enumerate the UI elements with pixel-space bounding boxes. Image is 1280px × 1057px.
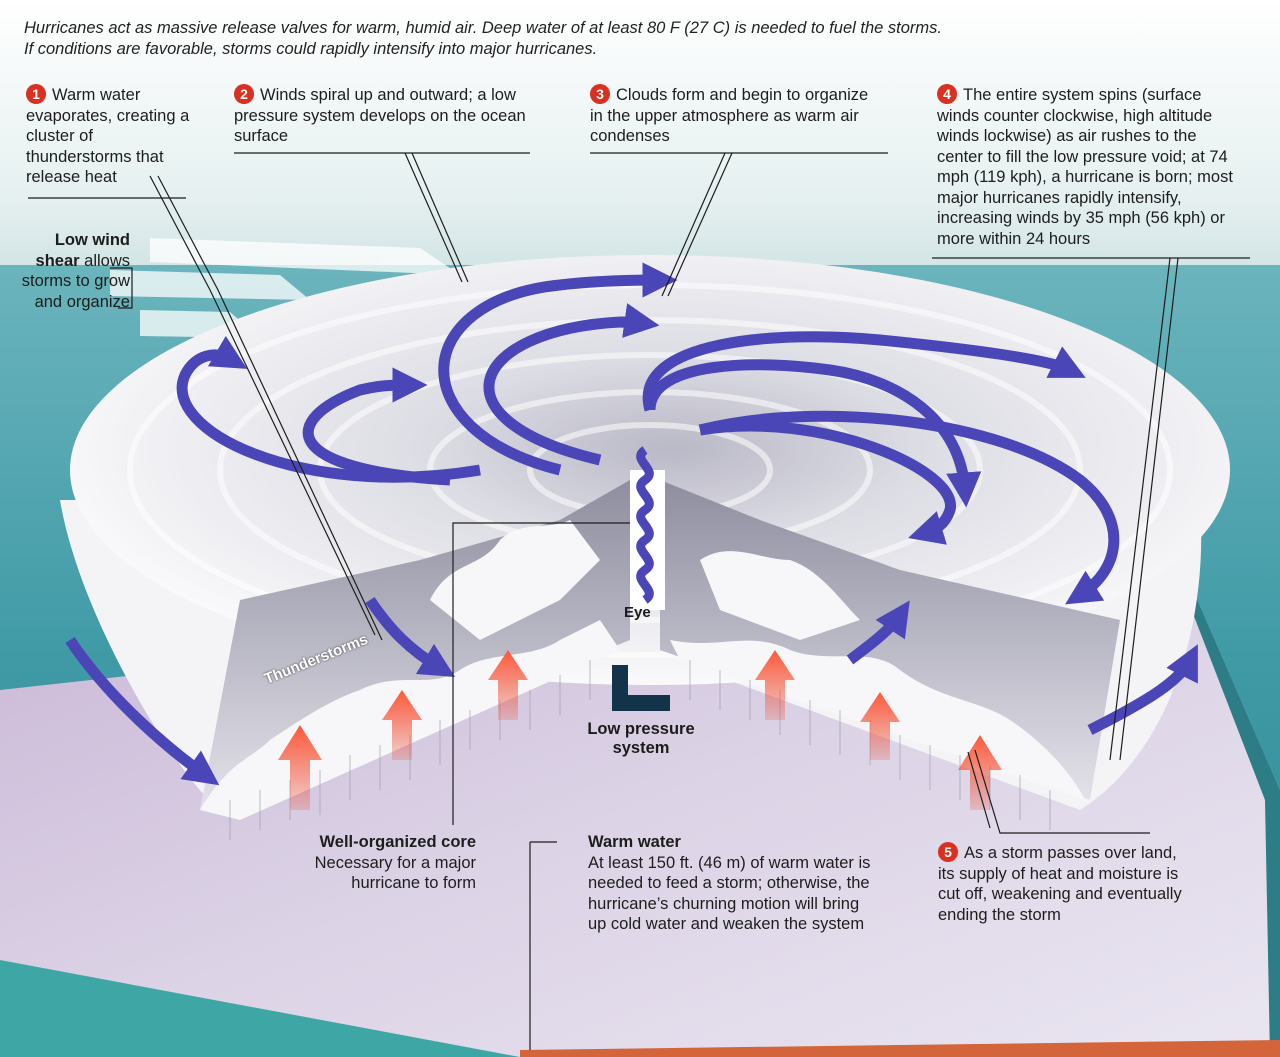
red-arrow xyxy=(278,725,322,810)
red-arrow xyxy=(860,692,900,760)
sky-background xyxy=(0,0,1280,280)
step-1-text: Warm water evaporates, creating a cluste… xyxy=(26,86,190,186)
blue-arrow xyxy=(65,636,220,786)
slab-bottom-left xyxy=(0,960,520,1057)
low-pressure-label: Low pressure system xyxy=(587,720,695,757)
intro-text: Hurricanes act as massive release valves… xyxy=(24,18,942,60)
blue-arrow xyxy=(642,331,1086,412)
warm-water-text: At least 150 ft. (46 m) of warm water is… xyxy=(588,853,871,934)
blue-arrow xyxy=(302,367,451,486)
core-text: Necessary for a major hurricane to form xyxy=(314,853,476,893)
blue-arrow xyxy=(176,335,481,483)
slab-edge xyxy=(1180,560,1280,1057)
low-pressure-symbol xyxy=(612,665,670,711)
blue-arrow xyxy=(438,262,678,476)
core-callout: Well-organized core Necessary for a majo… xyxy=(282,832,476,894)
wind-shear-title: Low wind shear xyxy=(35,231,130,270)
blue-arrow xyxy=(846,600,910,665)
warm-water-callout: Warm water At least 150 ft. (46 m) of wa… xyxy=(588,832,878,935)
step-4-text: The entire system spins (surface winds c… xyxy=(937,86,1233,248)
wind-arrows xyxy=(65,262,1198,786)
leader-lines xyxy=(28,152,1250,1050)
step-5-text: As a storm passes over land, its supply … xyxy=(938,844,1182,924)
step-2-text: Winds spiral up and outward; a low press… xyxy=(234,86,526,145)
step-1-badge: 1 xyxy=(26,84,46,104)
step-3-badge: 3 xyxy=(590,84,610,104)
eye-spiral xyxy=(636,446,654,604)
red-arrow xyxy=(382,690,422,760)
warm-water-title: Warm water xyxy=(588,833,681,851)
blue-arrow xyxy=(1087,644,1198,735)
intro-line-2: If conditions are favorable, storms coul… xyxy=(24,40,598,58)
red-arrow xyxy=(488,650,528,720)
step-4-badge: 4 xyxy=(937,84,957,104)
wind-shear-text: allows storms to grow and organize xyxy=(21,251,130,311)
eye-label: Eye xyxy=(624,604,651,621)
red-arrow xyxy=(755,650,795,720)
step-3-text: Clouds form and begin to organize in the… xyxy=(590,86,869,145)
step-2-badge: 2 xyxy=(234,84,254,104)
core-title: Well-organized core xyxy=(319,833,476,851)
slab-bottom-edge xyxy=(520,1040,1280,1057)
blue-arrow xyxy=(365,596,456,678)
warm-air-arrows xyxy=(278,650,1002,810)
blue-arrow xyxy=(698,410,1120,605)
intro-line-1: Hurricanes act as massive release valves… xyxy=(24,19,942,37)
blue-arrow xyxy=(483,303,660,466)
blue-arrow xyxy=(699,420,956,545)
step-5-badge: 5 xyxy=(938,842,958,862)
wind-shear-callout: Low wind shear allows storms to grow and… xyxy=(20,230,130,312)
